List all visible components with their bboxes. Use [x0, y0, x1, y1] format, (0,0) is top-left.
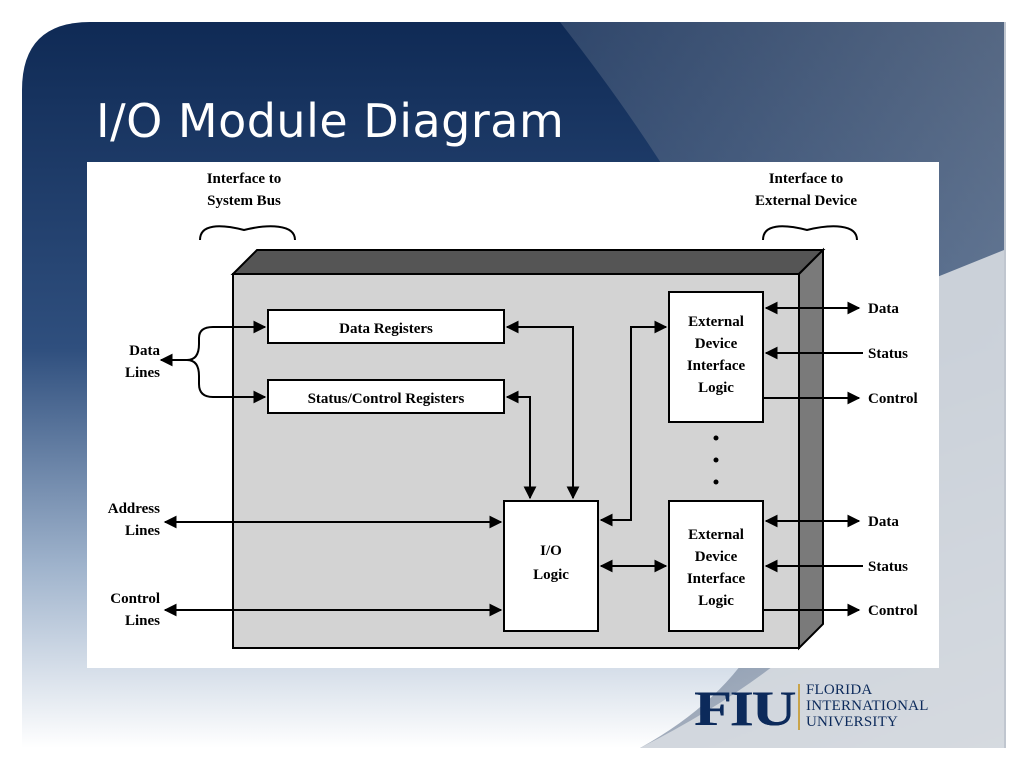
interface-external-line2: External Device — [755, 193, 857, 209]
slide-title: I/O Module Diagram — [96, 94, 565, 148]
control-label-top: Control — [868, 391, 918, 407]
ext-logic-top-4: Logic — [698, 380, 734, 396]
status-registers-to-io-logic-arrow — [505, 390, 537, 500]
logo-divider — [798, 684, 800, 730]
status-control-registers-box — [267, 379, 505, 414]
io-logic-label-2: Logic — [533, 567, 569, 583]
logo-line-florida: FLORIDA — [806, 682, 873, 698]
data-lines-fork-lower — [186, 359, 267, 404]
logo-line-university: UNIVERSITY — [806, 714, 898, 730]
address-lines-label-2: Lines — [125, 523, 160, 539]
ellipsis-dot — [713, 435, 719, 441]
ext-logic-bottom-4: Logic — [698, 593, 734, 609]
ext-logic-top-2: Device — [695, 336, 738, 352]
interface-external-line1: Interface to — [769, 171, 844, 187]
control-label-bottom: Control — [868, 603, 918, 619]
diagram-panel: Interface to System Bus Interface to Ext… — [87, 162, 939, 668]
address-lines-label-1: Address — [108, 501, 160, 517]
ext-logic-box-top — [668, 291, 764, 423]
fiu-logo: FIU FLORIDA INTERNATIONAL UNIVERSITY — [694, 682, 954, 734]
ext-logic-top-3: Interface — [687, 358, 746, 374]
status-label-top: Status — [868, 346, 908, 362]
status-control-registers-label: Status/Control Registers — [308, 391, 465, 407]
io-module-diagram: Interface to System Bus Interface to Ext… — [108, 171, 918, 651]
data-label-top: Data — [868, 301, 899, 317]
data-label-bottom: Data — [868, 514, 899, 530]
ext-logic-box-bottom — [668, 500, 764, 632]
interface-system-line2: System Bus — [207, 193, 281, 209]
module-side-face — [798, 247, 824, 651]
ellipsis-dot — [713, 457, 719, 463]
io-logic-box — [503, 500, 599, 632]
data-lines-fork-upper — [186, 320, 267, 361]
data-registers-to-io-logic-arrow — [505, 320, 580, 500]
data-registers-box — [267, 309, 505, 344]
interface-system-line1: Interface to — [207, 171, 282, 187]
status-label-bottom: Status — [868, 559, 908, 575]
data-lines-label-2: Lines — [125, 365, 160, 381]
module-top-face — [230, 249, 826, 275]
ext-logic-bottom-2: Device — [695, 549, 738, 565]
io-logic-to-ext-top-arrow — [599, 320, 668, 527]
data-registers-label: Data Registers — [339, 321, 433, 337]
io-logic-label-1: I/O — [540, 543, 562, 559]
data-lines-label-1: Data — [129, 343, 160, 359]
ext-logic-bottom-1: External — [688, 527, 744, 543]
control-lines-label-1: Control — [110, 591, 160, 607]
logo-line-international: INTERNATIONAL — [806, 698, 929, 714]
external-device-brace — [762, 225, 858, 241]
ext-logic-top-1: External — [688, 314, 744, 330]
system-bus-brace — [199, 225, 296, 241]
ext-logic-bottom-3: Interface — [687, 571, 746, 587]
control-lines-label-2: Lines — [125, 613, 160, 629]
ellipsis-dot — [713, 479, 719, 485]
fiu-logo-mark: FIU — [694, 680, 797, 736]
